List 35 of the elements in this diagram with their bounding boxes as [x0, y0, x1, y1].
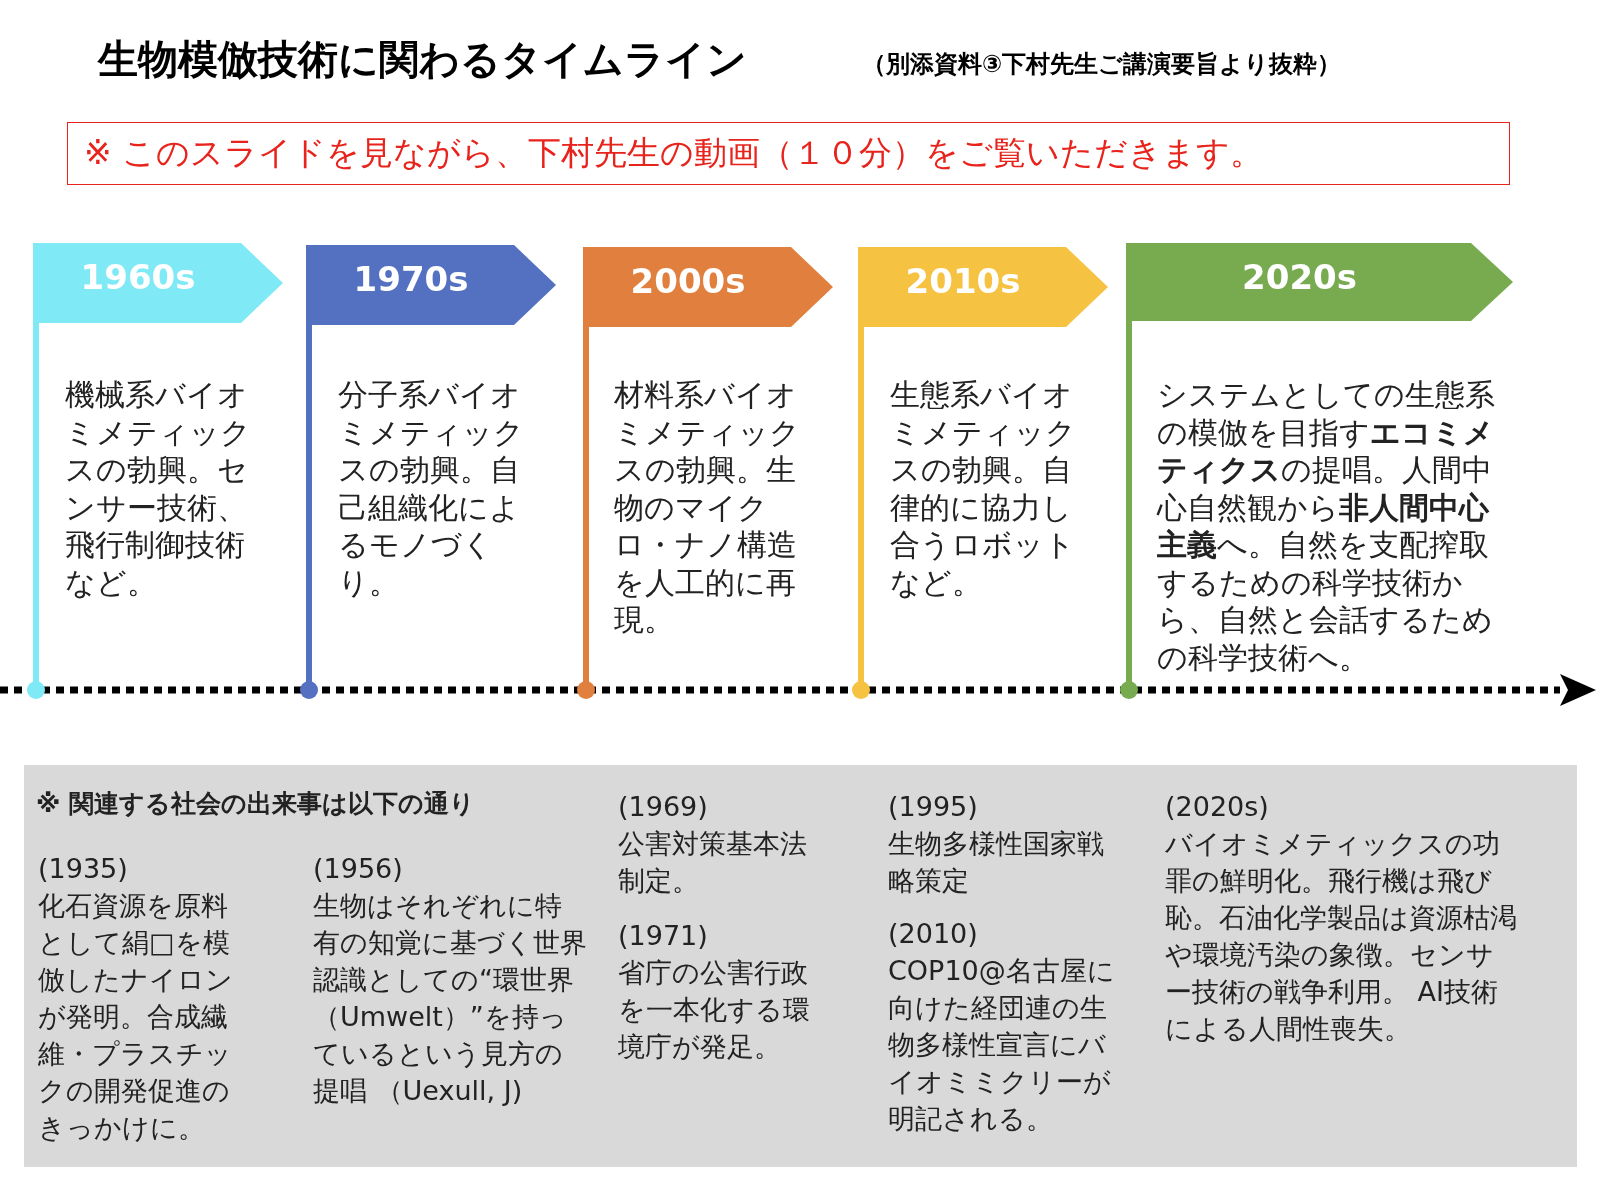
year-label: 2000s	[629, 261, 747, 301]
year-label: 1960s	[79, 257, 197, 297]
event-year: (2010)	[888, 917, 978, 951]
events-panel	[24, 765, 1577, 1167]
event-year: (1995)	[888, 790, 978, 824]
panel-heading: ※ 関連する社会の出来事は以下の通り	[36, 788, 475, 820]
year-flag	[306, 245, 556, 325]
notice-box	[67, 122, 1510, 185]
year-label: 2020s	[1241, 257, 1358, 297]
event-text: 公害対策基本法制定。	[618, 827, 808, 898]
event-text: 生物多様性国家戦略策定	[888, 827, 1105, 898]
era-description: 生態系バイオミメティックスの勃興。自律的に協力し合うロボットなど。	[890, 376, 1077, 601]
event-text: バイオミメティックスの功罪の鮮明化。飛行機は飛び恥。石油化学製品は資源枯渇や環境汚染の象徴。センサー技術の戦争利用。 AI技術による人間性喪失。	[1165, 827, 1518, 1046]
era-description: 機械系バイオミメティックスの勃興。センサー技術、飛行制御技術など。	[65, 376, 252, 601]
year-flag	[1126, 243, 1513, 321]
event-text: 省庁の公害行政を一本化する環境庁が発足。	[618, 956, 811, 1064]
event-text: 生物はそれぞれに特有の知覚に基づく世界認識としての“環世界（Umwelt）”を持っているという見方の提唱 （Uexull, J)	[313, 889, 588, 1108]
year-label: 2010s	[904, 261, 1022, 301]
era-description: システムとしての生態系の模倣を目指すエコミメティクスの提唱。人間中心自然観から非人間中心主義へ。自然を支配搾取するための科学技術から、自然と会話するための科学技術へ。	[1157, 376, 1496, 676]
era-description: 材料系バイオミメティックスの勃興。生物のマイクロ・ナノ構造を人工的に再現。	[614, 376, 801, 639]
event-text: COP10@名古屋に向けた経団連の生物多様性宣言にバイオミミクリーが明記される。	[888, 954, 1116, 1136]
year-flag	[858, 247, 1108, 327]
year-flag	[33, 243, 283, 323]
era-description: 分子系バイオミメティックスの勃興。自己組織化によるモノづくり。	[338, 376, 525, 601]
event-year: (2020s)	[1165, 790, 1269, 824]
year-flag	[583, 247, 833, 327]
event-year: (1971)	[618, 919, 708, 953]
subtitle: （別添資料③下村先生ご講演要旨より抜粋）	[862, 49, 1342, 80]
year-label: 1970s	[352, 259, 470, 299]
event-year: (1956)	[313, 852, 403, 886]
event-year: (1969)	[618, 790, 708, 824]
notice-text: ※ このスライドを見ながら、下村先生の動画（１０分）をご覧いただきます。	[84, 132, 1264, 174]
event-text: 化石資源を原料として絹□を模倣したナイロンが発明。合成繊維・プラスチックの開発促進のきっかけに。	[38, 889, 234, 1145]
title: 生物模倣技術に関わるタイムライン	[98, 35, 747, 84]
event-year: (1935)	[38, 852, 128, 886]
